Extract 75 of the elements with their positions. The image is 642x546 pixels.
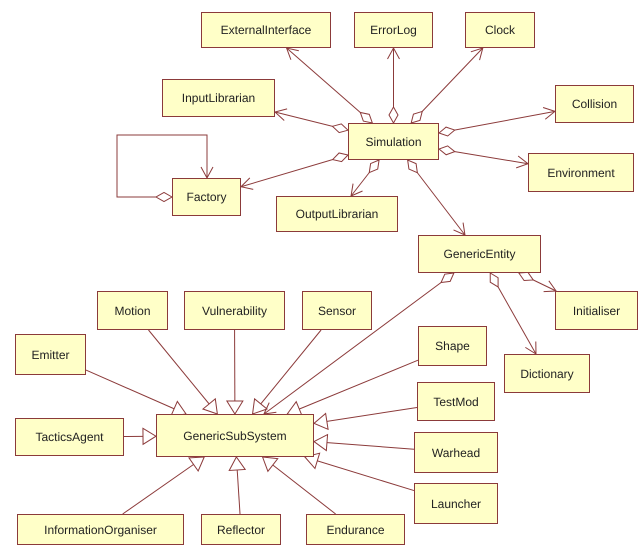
aggregation-arrow [490,272,536,354]
class-box [15,334,86,375]
class-name: Endurance [326,522,385,536]
inheritance-arrow [148,330,218,414]
aggregation-arrow [387,48,400,124]
class-name: InformationOrganiser [44,522,157,536]
class-name: Launcher [430,496,482,510]
class-name: Environment [547,166,615,180]
inheritance-arrow [314,407,418,430]
class-box [417,382,495,421]
aggregation-arrow [286,48,373,124]
class-box [201,12,331,48]
aggregation-arrow [410,48,484,124]
class-box [555,85,634,123]
class-box [17,514,184,545]
class-name: Sensor [318,304,356,318]
class-name: InputLibrarian [182,91,256,105]
inheritance-arrow [262,456,336,514]
class-box [162,79,275,117]
class-name: GenericSubSystem [183,428,287,442]
aggregation-arrow [116,134,214,202]
class-box [528,153,634,192]
class-name: Vulnerability [202,304,267,318]
class-box [414,432,498,473]
aggregation-arrow [438,107,556,136]
inheritance-arrow [252,330,322,414]
inheritance-arrow [314,434,414,452]
class-box [306,514,405,545]
class-box [348,123,439,160]
class-name: Warhead [432,446,480,460]
aggregation-arrow [438,145,528,168]
class-name: Motion [114,304,151,318]
class-name: Initialiser [572,304,620,318]
class-box [172,178,241,216]
inheritance-arrow [122,456,205,514]
aggregation-arrow [407,160,466,236]
class-box [156,414,314,457]
class-name: TestMod [433,394,479,408]
class-name: Reflector [216,522,266,536]
aggregation-arrow [263,272,454,414]
class-box [465,12,535,48]
class-name: OutputLibrarian [296,207,378,221]
aggregation-arrow [240,152,348,190]
class-name: Simulation [365,134,422,148]
class-box [354,12,433,48]
class-name: Dictionary [520,366,574,380]
class-box [418,235,541,273]
class-name: ExternalInterface [220,23,312,37]
class-name: Clock [484,23,515,37]
class-name: GenericEntity [443,247,516,261]
class-box [302,291,372,330]
inheritance-arrow [86,370,187,417]
class-name: Collision [572,97,618,111]
inheritance-arrow [286,360,418,417]
aggregation-arrow [350,160,380,196]
class-box [276,196,398,232]
class-box [555,291,638,330]
class-name: ErrorLog [370,23,417,37]
inheritance-arrow [304,452,414,492]
class-box [201,514,281,545]
class-box [414,483,498,524]
class-name: TacticsAgent [35,430,104,444]
class-box [15,418,124,456]
inheritance-arrow [228,456,246,514]
class-name: Shape [435,339,470,353]
inheritance-arrow [124,428,156,445]
class-box [184,291,285,330]
aggregation-arrow [274,108,348,134]
aggregation-arrow [518,272,557,292]
inheritance-arrow [226,330,244,414]
class-box [418,326,487,366]
class-name: Emitter [31,348,70,362]
class-box [504,354,590,393]
class-name: Factory [186,190,226,204]
class-box [97,291,168,330]
